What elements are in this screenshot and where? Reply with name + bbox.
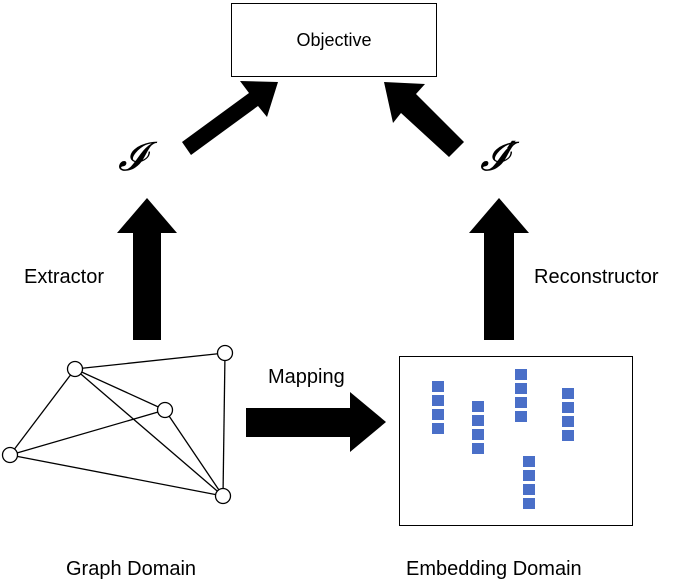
embedding-column	[432, 381, 444, 434]
embedding-domain-label: Embedding Domain	[406, 558, 582, 580]
graph-edge	[74, 352, 226, 370]
graph-edges	[9, 352, 226, 497]
embedding-square	[523, 498, 535, 509]
embedding-vectors	[432, 369, 574, 509]
embedding-square	[472, 415, 484, 426]
objective-left-arrow	[182, 81, 278, 155]
embedding-square	[432, 395, 444, 406]
graph-edge	[164, 409, 224, 497]
embedding-square	[562, 402, 574, 413]
extractor-label: Extractor	[24, 266, 105, 288]
embedding-column	[472, 401, 484, 454]
objective-box: Objective	[231, 3, 437, 77]
embedding-column	[562, 388, 574, 441]
embedding-square	[432, 423, 444, 434]
graph-node	[156, 401, 174, 419]
embedding-square	[515, 397, 527, 408]
embedding-column	[523, 456, 535, 509]
embedding-square	[432, 381, 444, 392]
embedding-square	[432, 409, 444, 420]
graph-edge	[222, 352, 226, 497]
embedding-square	[562, 430, 574, 441]
graph-nodes	[1, 344, 234, 505]
mapping-label: Mapping	[268, 366, 345, 388]
objective-label: Objective	[296, 29, 372, 50]
extractor-arrow	[117, 198, 177, 340]
graph-node	[1, 446, 19, 464]
graph-node	[214, 487, 232, 505]
embedding-square	[515, 383, 527, 394]
embedding-square	[562, 388, 574, 399]
embedding-square	[472, 443, 484, 454]
graph-node	[66, 360, 84, 378]
reconstructor-label: Reconstructor	[534, 266, 659, 288]
embedding-square	[523, 484, 535, 495]
info-symbol-left: 𝓘	[118, 134, 146, 180]
embedding-domain-box	[399, 356, 633, 526]
graph-domain-label: Graph Domain	[66, 558, 197, 580]
embedding-square	[472, 401, 484, 412]
embedding-square	[523, 470, 535, 481]
embedding-square	[472, 429, 484, 440]
info-symbol-right: 𝓘′	[480, 134, 517, 180]
embedding-column	[515, 369, 527, 422]
graph-node	[216, 344, 234, 362]
graph-edge	[74, 368, 166, 411]
graph-edge	[9, 409, 166, 456]
embedding-square	[515, 411, 527, 422]
graph-edge	[9, 368, 76, 456]
embedding-square	[523, 456, 535, 467]
graph-edge	[9, 454, 224, 497]
embedding-square	[562, 416, 574, 427]
graph-edge	[74, 368, 224, 497]
reconstructor-arrow	[469, 198, 529, 340]
objective-right-arrow	[384, 82, 464, 157]
embedding-square	[515, 369, 527, 380]
mapping-arrow	[246, 392, 386, 452]
